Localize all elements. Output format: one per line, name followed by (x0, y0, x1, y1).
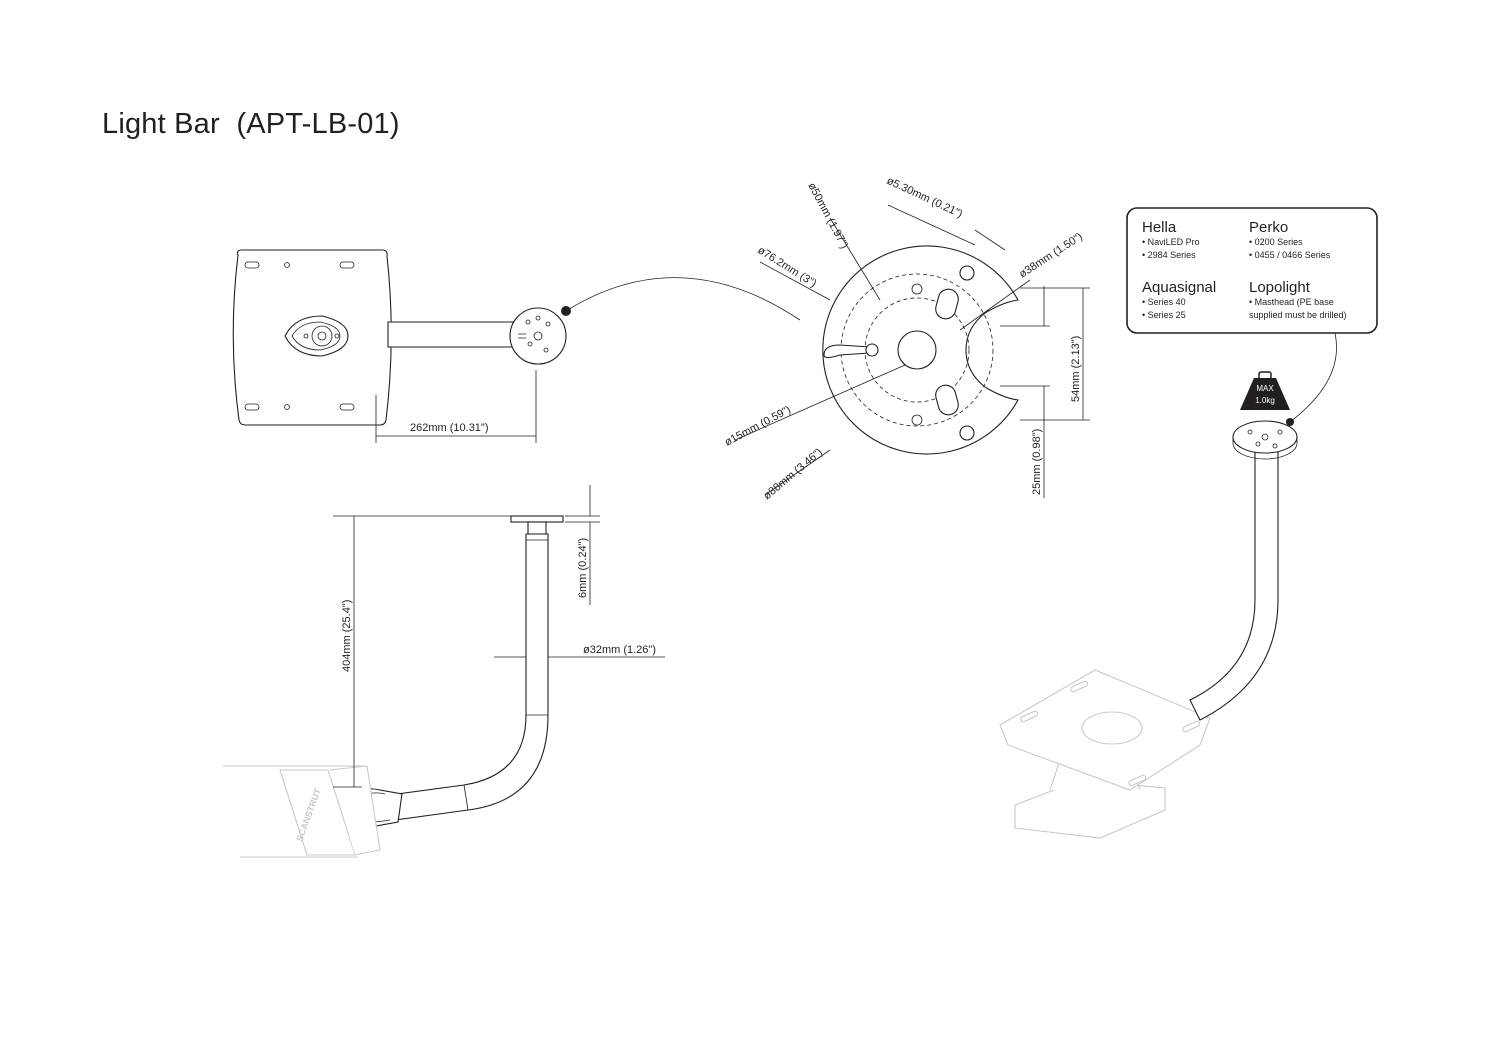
brand-aquasignal: Aquasignal (1142, 279, 1216, 296)
dim-plate-dia-88: ø88mm (3.46") (761, 446, 825, 502)
brand-perko: Perko (1249, 219, 1288, 236)
dim-center-hole-15: ø15mm (0.59") (723, 404, 793, 449)
dim-slot-25: 25mm (0.98") (1031, 429, 1043, 495)
compatibility-box: Hella • NaviLED Pro • 2984 Series Perko … (1126, 207, 1378, 426)
dim-bolt-circle-762: ø76.2mm (3") (755, 244, 818, 290)
side-view: SCANSTRUT 404mm (25.4") 6mm (0.24") ø32m… (223, 485, 665, 858)
dim-height: 404mm (25.4") (341, 600, 353, 672)
weight-value-label: 1.0kg (1255, 396, 1275, 405)
dim-arm-length: 262mm (10.31") (410, 422, 489, 434)
perko-item: • 0455 / 0466 Series (1249, 250, 1331, 260)
hella-item: • 2984 Series (1142, 250, 1196, 260)
lopolight-item: supplied must be drilled) (1249, 310, 1347, 320)
plate-detail: ø50mm (1.97") ø5.30mm (0.21") ø76.2mm (3… (723, 175, 1090, 502)
aquasignal-item: • Series 40 (1142, 297, 1186, 307)
dim-bolt-circle-50: ø50mm (1.97") (805, 181, 850, 251)
dim-tube-diameter: ø32mm (1.26") (583, 644, 656, 656)
dim-hole-530: ø5.30mm (0.21") (885, 175, 965, 221)
aquasignal-item: • Series 25 (1142, 310, 1186, 320)
perko-item: • 0200 Series (1249, 237, 1303, 247)
brand-hella: Hella (1142, 219, 1177, 236)
brand-lopolight: Lopolight (1249, 279, 1311, 296)
dim-bolt-circle-38: ø38mm (1.50") (1017, 231, 1085, 281)
page-title: Light Bar (APT-LB-01) (102, 108, 400, 140)
dim-slot-54: 54mm (2.13") (1070, 336, 1082, 402)
lopolight-item: • Masthead (PE base (1249, 297, 1334, 307)
weight-max-label: MAX (1256, 384, 1274, 393)
top-view: 262mm (10.31") (232, 249, 801, 443)
dim-plate-thickness: 6mm (0.24") (577, 538, 589, 598)
perspective-view: MAX 1.0kg (999, 371, 1298, 839)
hella-item: • NaviLED Pro (1142, 237, 1200, 247)
